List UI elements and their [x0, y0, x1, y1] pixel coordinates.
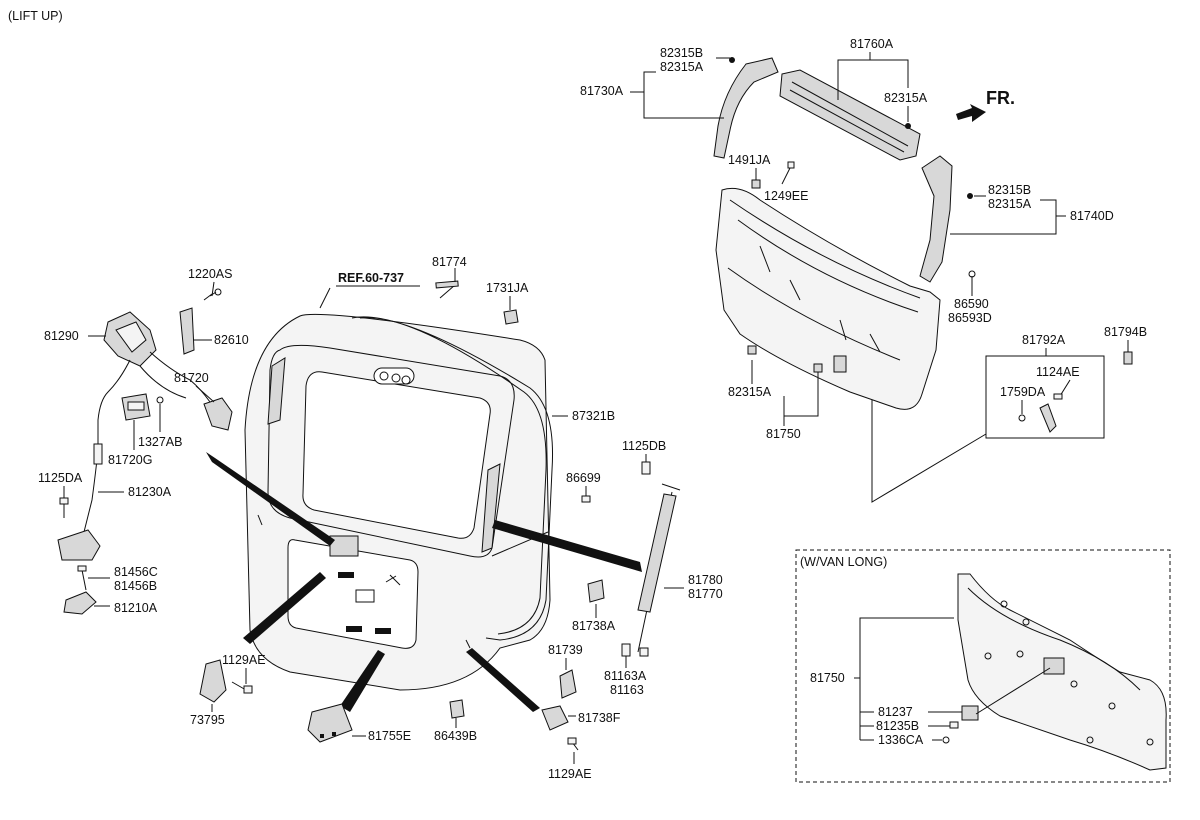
label-1125DA: 1125DA: [38, 471, 83, 485]
label-81774: 81774: [432, 255, 467, 269]
label-73795: 73795: [190, 713, 225, 727]
label-82315B-c: 82315B: [988, 183, 1031, 197]
label-81755E: 81755E: [368, 729, 411, 743]
label-87321B: 87321B: [572, 409, 615, 423]
box-81792A: [985, 355, 1105, 439]
label-86590: 86590: [954, 297, 989, 311]
label-81720G: 81720G: [108, 453, 152, 467]
latch-assembly: [57, 288, 233, 615]
label-81720: 81720: [174, 371, 209, 385]
label-86699: 86699: [566, 471, 601, 485]
front-arrow-label: FR.: [986, 88, 1015, 108]
label-1125DB: 1125DB: [622, 439, 666, 453]
label-1124AE: 1124AE: [1036, 365, 1080, 379]
label-82610: 82610: [214, 333, 249, 347]
label-81738A: 81738A: [572, 619, 616, 633]
label-81738F: 81738F: [578, 711, 621, 725]
weatherstrip: [351, 316, 553, 641]
ref-label: REF.60-737: [338, 271, 404, 285]
label-81730A: 81730A: [580, 84, 624, 98]
label-81760A: 81760A: [850, 37, 894, 51]
label-82315A-a: 82315A: [660, 60, 704, 74]
lift-up-label: (LIFT UP): [8, 9, 63, 23]
label-81750: 81750: [766, 427, 801, 441]
label-81230A: 81230A: [128, 485, 172, 499]
label-86593D: 86593D: [948, 311, 992, 325]
trim-81760A: [779, 69, 921, 161]
label-1129AE-left: 1129AE: [222, 653, 266, 667]
label-81456B: 81456B: [114, 579, 157, 593]
gas-strut: [637, 461, 681, 657]
trim-81730A: [713, 57, 779, 159]
inset-label-81237: 81237: [878, 705, 913, 719]
label-81739: 81739: [548, 643, 583, 657]
label-81770: 81770: [688, 587, 723, 601]
label-1491JA: 1491JA: [728, 153, 771, 167]
inset-label-81235B: 81235B: [876, 719, 919, 733]
label-81794B: 81794B: [1104, 325, 1147, 339]
label-1327AB: 1327AB: [138, 435, 182, 449]
tailgate-panel: [244, 313, 551, 691]
label-82315A-b: 82315A: [884, 91, 928, 105]
label-81210A: 81210A: [114, 601, 158, 615]
label-82315A-c: 82315A: [988, 197, 1032, 211]
inset-label-1336CA: 1336CA: [878, 733, 924, 747]
label-81780: 81780: [688, 573, 723, 587]
label-81163: 81163: [610, 683, 644, 697]
label-1129AE-right: 1129AE: [548, 767, 592, 781]
label-1759DA: 1759DA: [1000, 385, 1046, 399]
label-1249EE: 1249EE: [764, 189, 808, 203]
inset-label-81750: 81750: [810, 671, 845, 685]
label-81792A: 81792A: [1022, 333, 1066, 347]
label-81290: 81290: [44, 329, 79, 343]
inset-title: (W/VAN LONG): [800, 555, 887, 569]
trim-81740D: [919, 155, 953, 283]
label-82315A-d: 82315A: [728, 385, 772, 399]
label-81740D: 81740D: [1070, 209, 1114, 223]
label-81456C: 81456C: [114, 565, 158, 579]
inset-box: [795, 549, 1171, 783]
label-1731JA: 1731JA: [486, 281, 529, 295]
label-82315B-a: 82315B: [660, 46, 703, 60]
label-1220AS: 1220AS: [188, 267, 232, 281]
label-81163A: 81163A: [604, 669, 647, 683]
label-86439B: 86439B: [434, 729, 477, 743]
trim-81750: [715, 187, 941, 410]
